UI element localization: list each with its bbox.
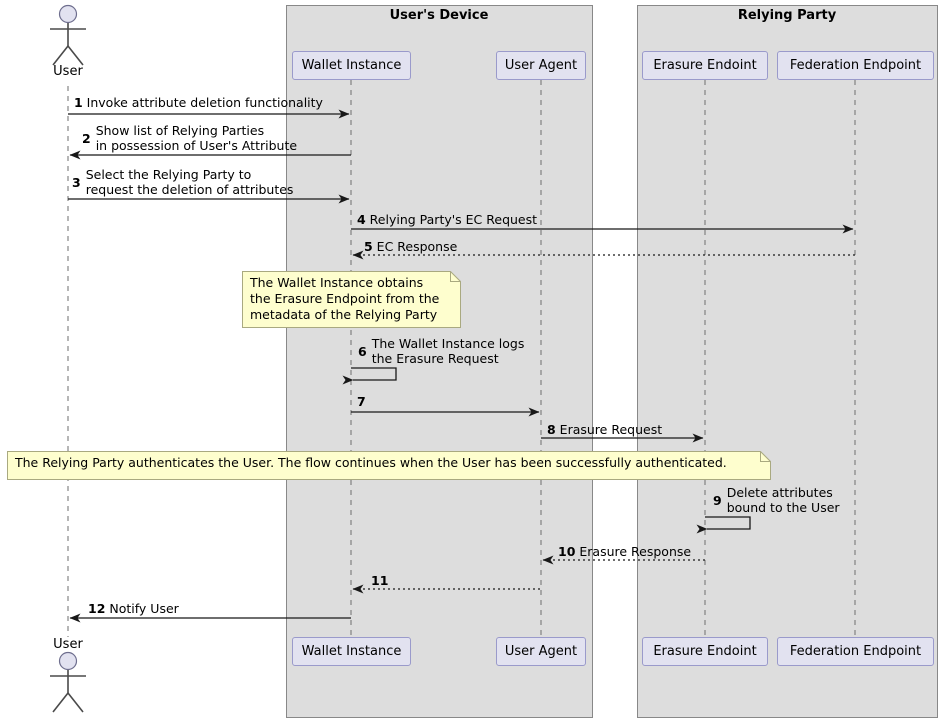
- actor-leg-right-bottom: [67, 692, 84, 713]
- actor-figure-bottom: [50, 651, 86, 713]
- participant-wallet-instance[interactable]: Wallet Instance: [292, 51, 411, 80]
- note-shape-note-relying-party-authenticates: [7, 451, 771, 480]
- message-text: Relying Party's EC Request: [365, 212, 538, 227]
- note-line: the Erasure Endpoint from the: [250, 291, 440, 306]
- participant-label: Wallet Instance: [301, 644, 402, 659]
- participant-label: User Agent: [504, 58, 578, 73]
- note-line: The Wallet Instance obtains: [250, 275, 424, 290]
- group-box-relying-party: [637, 5, 938, 718]
- message-label-4: 4 Relying Party's EC Request: [357, 212, 537, 228]
- note-line: metadata of the Relying Party: [250, 307, 438, 322]
- participant-label: Erasure Endoint: [653, 644, 757, 659]
- note-shape-note-erasure-endpoint-metadata: [242, 271, 461, 328]
- message-line-9: [696, 516, 751, 534]
- participant-federation-endpoint[interactable]: Federation Endpoint: [777, 51, 934, 80]
- message-text: Invoke attribute deletion functionality: [82, 95, 323, 110]
- note-shapes: [7, 271, 771, 480]
- note-fold-note-relying-party-authenticates: [760, 451, 771, 462]
- message-label-12: 12 Notify User: [88, 601, 179, 617]
- message-sequence-number: 4: [357, 212, 366, 227]
- actor-leg-right-top: [67, 45, 84, 66]
- actor-head-icon-bottom: [58, 651, 78, 671]
- message-arrows: [68, 109, 855, 623]
- message-label-7: 7: [357, 394, 366, 410]
- message-sequence-number: 1: [74, 95, 83, 110]
- participant-footer-user-agent-footer[interactable]: User Agent: [496, 637, 586, 666]
- participant-label: User Agent: [504, 644, 578, 659]
- message-sequence-number: 9: [713, 492, 722, 508]
- message-text: Erasure Response: [575, 544, 692, 559]
- message-label-5: 5 EC Response: [364, 239, 457, 255]
- participant-footer-federation-endpoint-footer[interactable]: Federation Endpoint: [777, 637, 934, 666]
- note-text-note-relying-party-authenticates: The Relying Party authenticates the User…: [7, 451, 770, 479]
- message-sequence-number: 2: [82, 130, 91, 146]
- actor-leg-left-top: [52, 45, 69, 66]
- participant-label: Federation Endpoint: [789, 644, 922, 659]
- message-sequence-number: 11: [371, 573, 389, 588]
- message-sequence-number: 12: [88, 601, 106, 616]
- actor-label-user-top: User: [53, 64, 83, 79]
- actor-leg-left-bottom: [52, 692, 69, 713]
- participant-user-agent[interactable]: User Agent: [496, 51, 586, 80]
- message-text: EC Response: [372, 239, 458, 254]
- participant-label: Federation Endpoint: [789, 58, 922, 73]
- participant-label: Wallet Instance: [301, 58, 402, 73]
- message-sequence-number: 5: [364, 239, 373, 254]
- message-sequence-number: 6: [358, 343, 367, 359]
- message-label-1: 1 Invoke attribute deletion functionalit…: [74, 95, 323, 111]
- participant-erasure-endpoint[interactable]: Erasure Endoint: [642, 51, 768, 80]
- actor-figure-top: [50, 4, 86, 66]
- lifelines: [67, 80, 856, 637]
- note-line: The Relying Party authenticates the User…: [15, 455, 727, 470]
- message-text: Notify User: [105, 601, 179, 616]
- note-fold-note-erasure-endpoint-metadata: [450, 271, 461, 282]
- group-title-users-device: User's Device: [389, 8, 489, 23]
- message-label-8: 8 Erasure Request: [547, 422, 662, 438]
- message-line-6: [342, 367, 397, 385]
- actor-head-icon-top: [58, 4, 78, 24]
- participant-footer-erasure-endpoint-footer[interactable]: Erasure Endoint: [642, 637, 768, 666]
- group-title-relying-party: Relying Party: [737, 8, 837, 23]
- participant-label: Erasure Endoint: [653, 58, 757, 73]
- participant-footer-wallet-instance-footer[interactable]: Wallet Instance: [292, 637, 411, 666]
- actor-label-user-bottom: User: [53, 637, 83, 652]
- message-sequence-number: 10: [558, 544, 576, 559]
- message-label-11: 11: [371, 573, 388, 589]
- message-sequence-number: 7: [357, 394, 366, 409]
- actor-figures: [50, 4, 86, 713]
- message-label-10: 10 Erasure Response: [558, 544, 691, 560]
- message-sequence-number: 3: [72, 174, 81, 190]
- message-text: Erasure Request: [555, 422, 663, 437]
- message-sequence-number: 8: [547, 422, 556, 437]
